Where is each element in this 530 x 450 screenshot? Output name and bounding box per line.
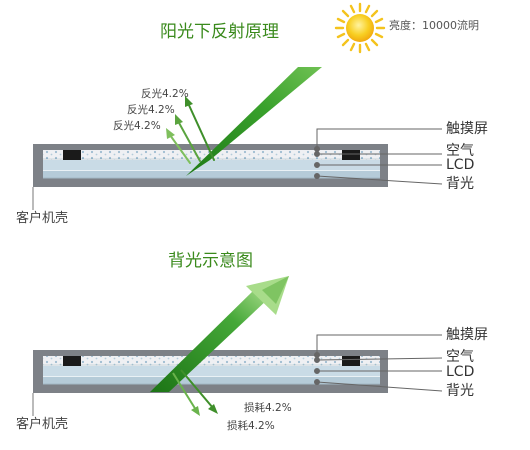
layer-leader-lines bbox=[314, 128, 443, 185]
layer-label-lcd: LCD bbox=[446, 157, 475, 173]
incident-light-beam bbox=[186, 67, 322, 176]
reflection-arrow-1 bbox=[185, 96, 215, 161]
case-label-2: 客户机壳 bbox=[16, 417, 69, 432]
reflection-arrow-2 bbox=[175, 114, 201, 162]
spacer-right bbox=[342, 356, 360, 366]
loss-label-2: 损耗4.2% bbox=[227, 420, 275, 432]
diagram-title-reflection: 阳光下反射原理 bbox=[160, 22, 279, 42]
layer-label-backlight-2: 背光 bbox=[446, 383, 474, 399]
lcd-layer bbox=[43, 160, 380, 170]
layer-label-lcd-2: LCD bbox=[446, 364, 475, 380]
reflection-label-1: 反光4.2% bbox=[141, 88, 189, 100]
loss-label-1: 损耗4.2% bbox=[244, 402, 292, 414]
spacer-right bbox=[342, 150, 360, 160]
emitted-light-arrow bbox=[150, 276, 289, 392]
loss-arrow-1 bbox=[180, 369, 218, 414]
diagram-title-backlight: 背光示意图 bbox=[168, 251, 253, 271]
backlight-layer bbox=[43, 377, 380, 384]
loss-arrows bbox=[172, 369, 218, 416]
case-label: 客户机壳 bbox=[16, 211, 69, 226]
layer-label-air-2: 空气 bbox=[446, 349, 474, 365]
layer-label-air: 空气 bbox=[446, 143, 474, 159]
layer-label-touch-screen-2: 触摸屏 bbox=[446, 327, 488, 343]
layer-label-touch-screen: 触摸屏 bbox=[446, 121, 488, 137]
loss-arrow-2 bbox=[172, 372, 200, 416]
layer-leader-lines-2 bbox=[314, 334, 443, 392]
air-gap-layer bbox=[43, 356, 380, 366]
spacer-left bbox=[63, 150, 81, 160]
device-cross-section-2 bbox=[33, 350, 388, 393]
backlight-layer bbox=[43, 171, 380, 178]
reflected-arrows bbox=[166, 96, 215, 164]
layer-label-backlight: 背光 bbox=[446, 176, 474, 192]
lcd-layer bbox=[43, 366, 380, 376]
reflection-label-2: 反光4.2% bbox=[127, 104, 175, 116]
reflection-arrow-3 bbox=[166, 128, 191, 164]
section-backlight bbox=[32, 276, 443, 416]
spacer-left bbox=[63, 356, 81, 366]
brightness-label: 亮度：10000流明 bbox=[389, 19, 479, 32]
section-sunlight-reflection bbox=[32, 2, 443, 210]
sun-icon bbox=[334, 2, 386, 54]
reflection-label-3: 反光4.2% bbox=[113, 120, 161, 132]
